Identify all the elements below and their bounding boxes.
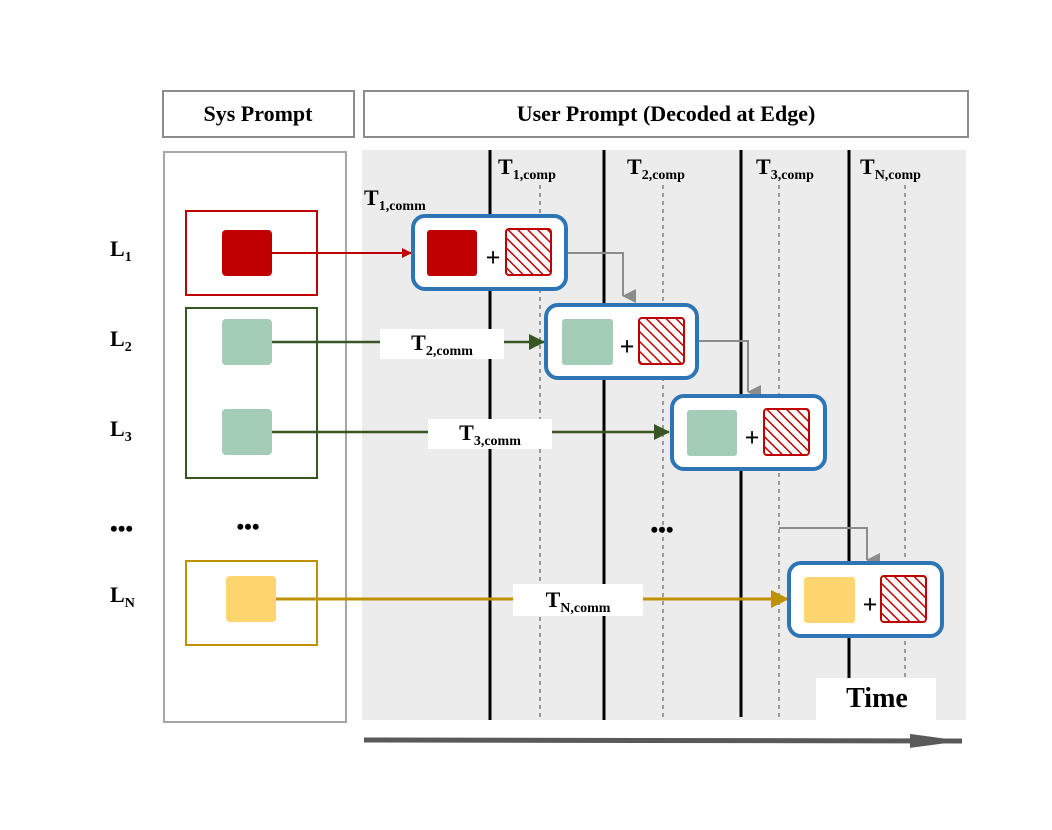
sys-token-l1 — [222, 230, 272, 276]
edge-token-l3 — [687, 410, 737, 456]
new-token-hatched-l3 — [763, 408, 810, 456]
edge-token-ln — [804, 577, 855, 623]
tn-comm-label: TN,comm — [546, 587, 611, 616]
sys-token-l3 — [222, 409, 272, 455]
new-token-hatched-l1 — [505, 228, 552, 276]
new-token-hatched-ln — [880, 575, 927, 623]
t2-comm-label-box — [380, 329, 504, 359]
dep-arrow-3-n — [779, 527, 880, 567]
edge-block-ln: + — [787, 561, 944, 638]
row-labels: L1 L2 L3 ••• LN — [110, 236, 135, 611]
sys-token-ln — [226, 576, 276, 622]
t2-comm-label: T2,comm — [411, 330, 473, 359]
plus-sign-l2: + — [620, 332, 635, 361]
time-axis-arrow — [363, 733, 963, 748]
user-prompt-header: User Prompt (Decoded at Edge) — [363, 90, 969, 138]
sys-prompt-header: Sys Prompt — [162, 90, 355, 138]
row-label-l2: L2 — [110, 326, 132, 355]
comp-time-labels: T1,comp T2,comp T3,comp TN,comp — [498, 154, 921, 183]
new-token-hatched-l2 — [638, 317, 685, 365]
sys-prompt-header-label: Sys Prompt — [204, 101, 314, 126]
edge-block-l3: + — [670, 394, 827, 471]
user-ellipsis: ••• — [650, 517, 673, 542]
edge-token-l1 — [427, 230, 477, 276]
dep-arrow-2-3 — [697, 340, 761, 399]
plus-sign-l3: + — [745, 423, 760, 452]
edge-token-l2 — [562, 319, 613, 365]
time-label: Time — [846, 683, 908, 714]
row-label-l3: L3 — [110, 416, 132, 445]
sys-ellipsis: ••• — [236, 514, 259, 539]
edge-block-l2: + — [544, 303, 699, 380]
tn-comm-label-box — [513, 584, 643, 616]
t3-comm-label-box — [428, 419, 552, 449]
plus-sign-l1: + — [486, 243, 501, 272]
dep-arrow-1-2 — [566, 252, 636, 303]
t2-comp-label: T2,comp — [627, 154, 685, 183]
edge-block-l1: + — [411, 214, 568, 291]
t3-comm-label: T3,comm — [459, 420, 521, 449]
t1-comp-label: T1,comp — [498, 154, 556, 183]
t1-comm-label: T1,comm — [364, 185, 426, 214]
time-label-box — [816, 678, 936, 722]
user-prompt-header-label: User Prompt (Decoded at Edge) — [517, 101, 816, 126]
row-label-ln: LN — [110, 582, 135, 611]
sys-token-l2 — [222, 319, 272, 365]
tn-comp-label: TN,comp — [860, 154, 921, 183]
plus-sign-ln: + — [863, 590, 878, 619]
t3-comp-label: T3,comp — [756, 154, 814, 183]
row-ellipsis: ••• — [110, 516, 133, 541]
row-label-l1: L1 — [110, 236, 132, 265]
